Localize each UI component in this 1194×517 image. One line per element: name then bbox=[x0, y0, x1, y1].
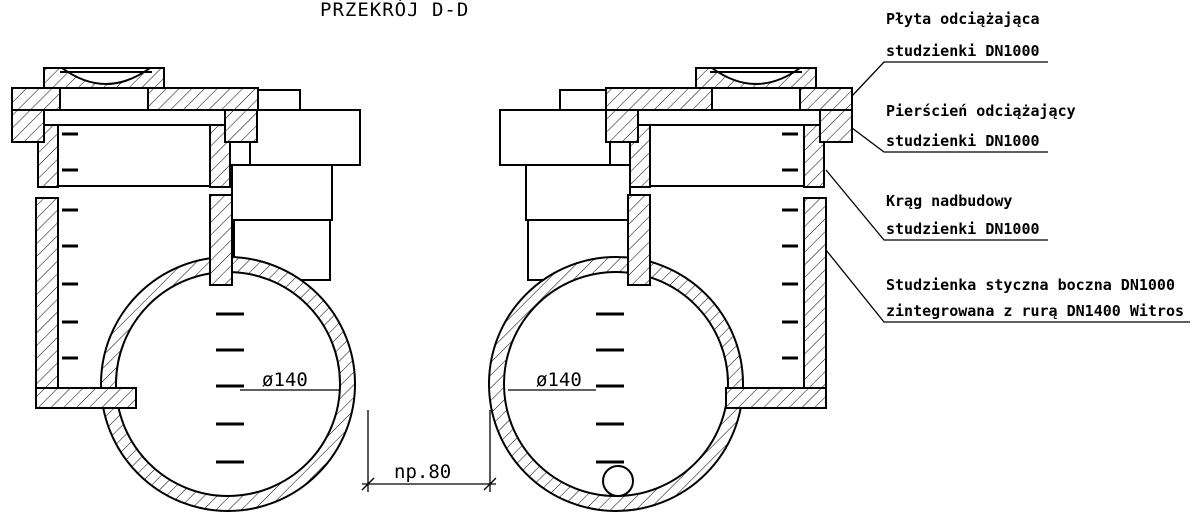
section-title: PRZEKRÓJ D-D bbox=[320, 0, 469, 21]
right-relief-ring-right bbox=[819, 109, 853, 143]
label-plyta-line1: Płyta odciążająca bbox=[886, 10, 1040, 28]
label-krag-line2: studzienki DN1000 bbox=[886, 220, 1040, 238]
left-manhole-cover bbox=[43, 67, 165, 89]
right-shaft-ladder bbox=[782, 132, 798, 360]
left-relief-ring-right bbox=[224, 109, 258, 143]
left-manhole-assembly: ø140 bbox=[11, 67, 361, 512]
right-relief-ring-left bbox=[605, 109, 639, 143]
left-shaft-ladder bbox=[62, 132, 78, 360]
left-shaft-wall-outer bbox=[35, 197, 59, 409]
left-shaft-base bbox=[35, 387, 137, 409]
right-diameter-label: ø140 bbox=[536, 369, 582, 391]
right-back-block-lower bbox=[525, 164, 631, 221]
label-pierscien-line1: Pierścień odciążający bbox=[886, 102, 1076, 120]
left-diameter-label: ø140 bbox=[262, 369, 308, 391]
label-studzienka-line1: Studzienka styczna boczna DN1000 bbox=[886, 276, 1175, 294]
left-relief-ring-left bbox=[11, 109, 45, 143]
right-manhole-assembly: ø140 bbox=[488, 67, 853, 512]
spacing-label: np.80 bbox=[394, 461, 451, 483]
right-shaft-wall-outer bbox=[803, 197, 827, 409]
right-back-block-mid bbox=[499, 109, 611, 166]
callout-labels: Płyta odciążająca studzienki DN1000 Pier… bbox=[886, 10, 1184, 320]
left-shaft-wall-inner bbox=[209, 194, 233, 286]
right-relief-slab-left bbox=[605, 87, 713, 111]
spacing-dimension: np.80 bbox=[361, 410, 497, 492]
left-back-block-lower bbox=[231, 164, 333, 221]
right-shaft-wall-inner bbox=[627, 194, 651, 286]
right-pipe-ladder bbox=[596, 312, 624, 464]
label-krag-line1: Krąg nadbudowy bbox=[886, 192, 1012, 210]
right-relief-slab-right bbox=[799, 87, 853, 111]
label-plyta-line2: studzienki DN1000 bbox=[886, 42, 1040, 60]
leader-lines bbox=[825, 61, 1190, 323]
left-pipe-ladder bbox=[216, 312, 244, 464]
left-back-block-mid bbox=[249, 109, 361, 166]
left-relief-slab-right bbox=[147, 87, 259, 111]
right-shaft-base bbox=[725, 387, 827, 409]
label-studzienka-line2: zintegrowana z rurą DN1400 Witros bbox=[886, 302, 1184, 320]
right-manhole-cover bbox=[695, 67, 817, 89]
right-drain-pipe bbox=[602, 465, 634, 497]
left-relief-slab-left bbox=[11, 87, 61, 111]
label-pierscien-line2: studzienki DN1000 bbox=[886, 132, 1040, 150]
